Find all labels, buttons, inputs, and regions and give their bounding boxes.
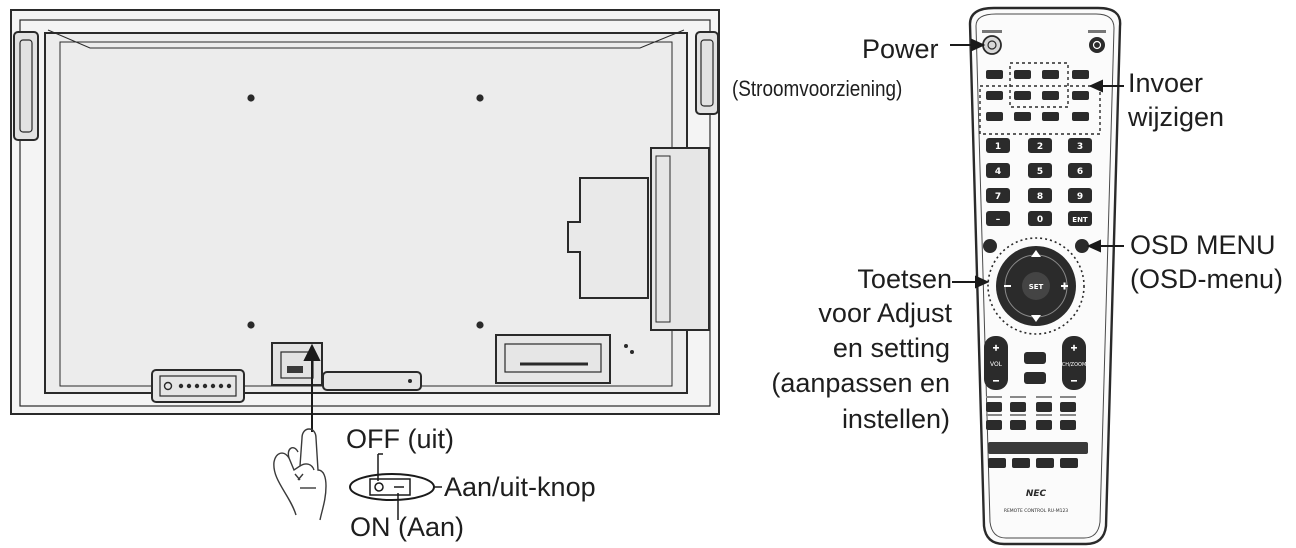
input-buttons <box>986 70 1089 121</box>
key-dash: – <box>996 215 1001 225</box>
connector-bar <box>322 371 422 391</box>
mark-dot-2 <box>630 350 634 354</box>
terminal-port <box>163 381 173 391</box>
remote-display-button <box>983 239 997 253</box>
key-0: 0 <box>1037 215 1043 225</box>
hand-icon <box>273 428 327 521</box>
input-change-label-1: Invoer <box>1128 68 1204 98</box>
remote-top-label-l <box>982 30 1002 33</box>
input-keys-frame <box>1009 62 1069 108</box>
vesa-hole-tr <box>476 94 484 102</box>
speaker-terminal-inner <box>504 343 602 373</box>
osd-menu-label-2: (OSD-menu) <box>1130 264 1284 294</box>
adjust-keys-label-3: en setting <box>832 333 950 363</box>
right-handle <box>695 31 719 115</box>
key-6: 6 <box>1077 167 1083 177</box>
switch-symbol <box>349 453 442 520</box>
left-handle-slot <box>19 39 33 133</box>
key-1: 1 <box>995 142 1001 152</box>
remote-vol-label: VOL <box>990 361 1003 368</box>
terminal-pins <box>178 383 232 389</box>
numeric-keypad: 1 2 3 4 5 6 7 8 9 – 0 ENT <box>986 138 1092 226</box>
power-label: Power <box>862 34 939 64</box>
remote-power-button-inner <box>987 40 997 50</box>
option-slot-bracket <box>650 147 710 331</box>
remote-tiny-labels <box>986 396 1076 416</box>
power-switch-toggle <box>287 366 303 373</box>
input-keys-frame-2 <box>979 85 1101 135</box>
key-3: 3 <box>1077 142 1083 152</box>
power-sublabel: (Stroomvoorziening) <box>732 76 903 101</box>
dpad-center <box>1022 272 1050 300</box>
remote-standby-inner <box>1092 40 1102 50</box>
lower-buttons <box>986 402 1088 468</box>
remote-model: REMOTE CONTROL RU-M123 <box>1004 508 1068 514</box>
adjust-keys-label-2: voor Adjust <box>818 298 952 328</box>
connector-bar-dot <box>408 379 412 383</box>
adjust-keys-label-1: Toetsen <box>857 264 952 294</box>
key-8: 8 <box>1037 192 1043 202</box>
remote-ch-rocker <box>1062 336 1086 390</box>
remote-brand: NEC <box>1026 489 1047 499</box>
remote-ch-label: CH/ZOOM <box>1062 362 1087 368</box>
remote-top-label-r <box>1088 30 1106 33</box>
power-switch-label: Aan/uit-knop <box>444 472 596 502</box>
speaker-terminal-block <box>495 334 611 384</box>
switch-on-label: ON (Aan) <box>350 512 465 542</box>
option-slot-inner <box>655 155 671 323</box>
remote-mute-button <box>1024 352 1046 364</box>
adjust-keys-ring <box>987 237 1085 335</box>
input-change-label-2: wijzigen <box>1128 102 1225 132</box>
vesa-hole-tl <box>247 94 255 102</box>
remote-vol-rocker <box>984 336 1008 390</box>
terminal-strip-inner <box>159 375 237 397</box>
adjust-keys-label-4: (aanpassen en <box>771 368 950 398</box>
remote-still-button <box>1024 372 1046 384</box>
remote-control: 1 2 3 4 5 6 7 8 9 – 0 ENT <box>968 6 1122 546</box>
left-handle <box>13 31 39 141</box>
remote-standby-button <box>1089 37 1105 53</box>
dpad-arrows <box>1004 250 1068 322</box>
vesa-hole-bl <box>247 321 255 329</box>
switch-arrow <box>303 343 321 432</box>
right-handle-slot <box>700 39 714 107</box>
vesa-hole-br <box>476 321 484 329</box>
dpad-center-label: SET <box>1029 283 1044 291</box>
remote-power-button <box>982 35 1002 55</box>
monitor-rear <box>10 9 720 415</box>
cover-panel <box>567 177 649 299</box>
mark-dot-1 <box>624 344 628 348</box>
key-2: 2 <box>1037 142 1043 152</box>
key-4: 4 <box>995 167 1001 177</box>
key-7: 7 <box>995 192 1001 202</box>
rocker-symbols <box>993 344 1077 382</box>
switch-off-label: OFF (uit) <box>346 424 454 454</box>
callout-lines <box>950 38 1124 289</box>
monitor-top-recess <box>47 29 685 49</box>
remote-menu-button <box>1075 239 1089 253</box>
adjust-keys-label-5: instellen) <box>841 404 950 434</box>
key-9: 9 <box>1077 192 1083 202</box>
remote-body-inner <box>975 13 1115 539</box>
key-ent: ENT <box>1072 216 1088 224</box>
key-5: 5 <box>1037 167 1043 177</box>
osd-menu-label-1: OSD MENU <box>1130 230 1276 260</box>
